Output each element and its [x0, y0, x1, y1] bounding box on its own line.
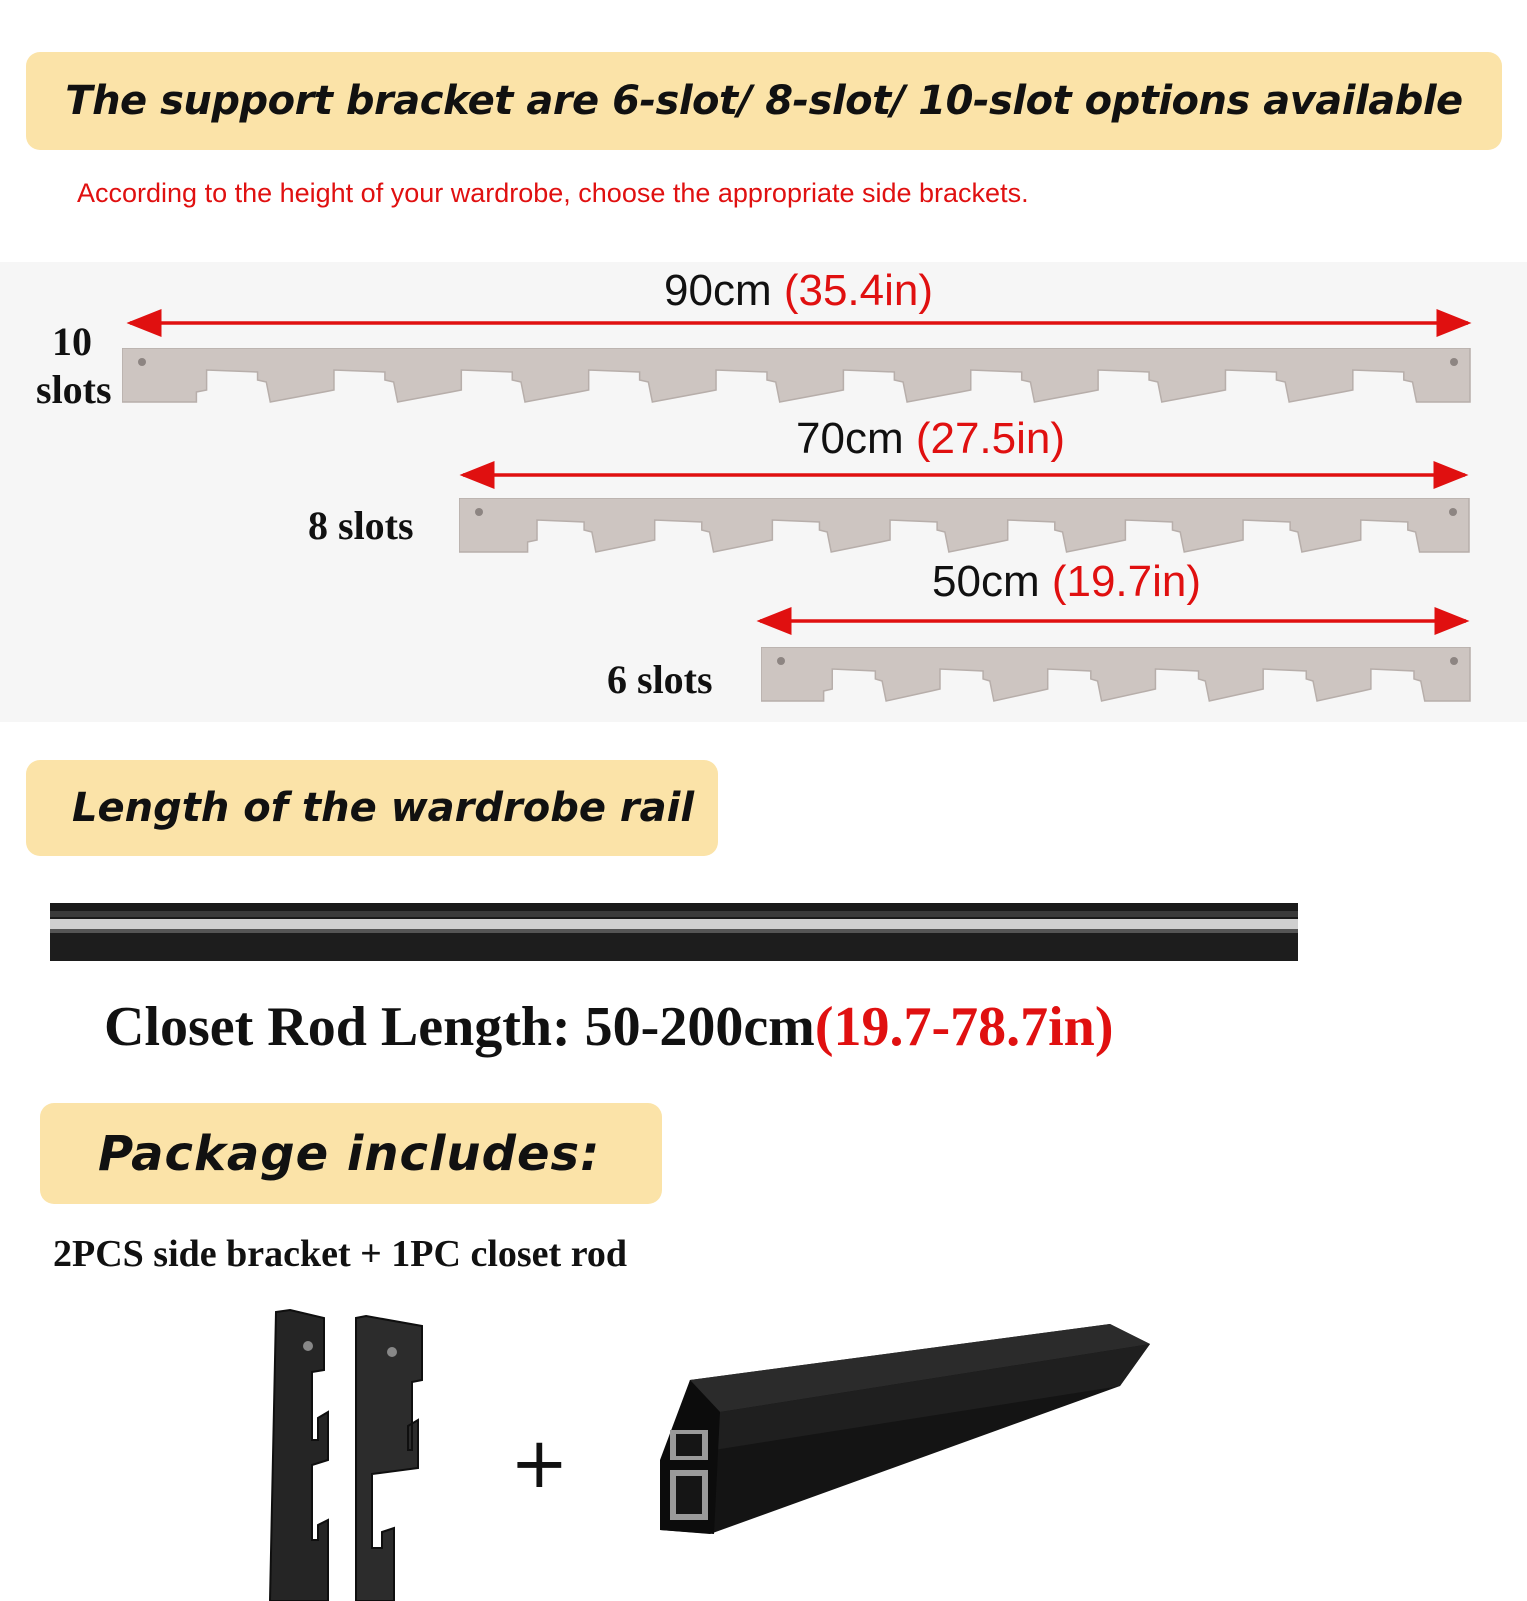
package-contents: 2PCS side bracket + 1PC closet rod: [53, 1233, 628, 1275]
closet-rod-product-image: [660, 1324, 1150, 1534]
slot-count-10: 10: [52, 319, 92, 364]
slot-word-10: slots: [36, 367, 112, 412]
length-in-6: (19.7in): [1051, 557, 1202, 606]
rod-length-cm: Closet Rod Length: 50-200cm: [104, 996, 815, 1058]
side-bracket-back: [268, 1308, 329, 1601]
screw-hole-icon: [1450, 358, 1458, 366]
bracket-8-slot: [459, 498, 1470, 553]
side-bracket-front: [355, 1314, 423, 1601]
header-title: The support bracket are 6-slot/ 8-slot/ …: [65, 78, 1463, 124]
dimension-label-8-slot: 70cm (27.5in): [796, 414, 1065, 464]
arrows-layer: [126, 309, 1472, 635]
side-bracket-pair-image: [268, 1308, 423, 1601]
length-cm-10: 90cm: [664, 266, 772, 315]
bracket-6-slot: [761, 647, 1471, 702]
package-banner: Package includes:: [40, 1103, 662, 1204]
slot-label-6: 6 slots: [607, 657, 713, 702]
bracket-comparison-area: [0, 262, 1527, 722]
dimension-label-10-slot: 90cm (35.4in): [664, 266, 933, 316]
rod-length-caption: Closet Rod Length: 50-200cm(19.7-78.7in): [104, 995, 1113, 1059]
length-cm-8: 70cm: [796, 414, 904, 463]
bracket-10-slot: [122, 348, 1471, 403]
length-cm-6: 50cm: [932, 557, 1040, 606]
screw-hole-icon: [475, 508, 483, 516]
slot-label-10: 10 slots: [36, 316, 112, 416]
length-in-10: (35.4in): [783, 266, 934, 315]
length-in-8: (27.5in): [915, 414, 1066, 463]
rail-section-banner: Length of the wardrobe rail: [26, 760, 718, 856]
screw-hole-icon: [138, 358, 146, 366]
rail-section-title: Length of the wardrobe rail: [72, 785, 695, 831]
slot-label-8: 8 slots: [308, 503, 414, 548]
bracket-body: [761, 647, 1471, 702]
screw-hole-icon: [777, 657, 785, 665]
header-note: According to the height of your wardrobe…: [77, 178, 1029, 208]
bracket-body: [122, 348, 1471, 403]
closet-rod-image: [50, 903, 1298, 961]
screw-hole-icon: [1450, 657, 1458, 665]
dimension-label-6-slot: 50cm (19.7in): [932, 557, 1201, 607]
header-banner: The support bracket are 6-slot/ 8-slot/ …: [26, 52, 1502, 150]
bracket-body: [459, 498, 1470, 553]
package-title: Package includes:: [98, 1125, 601, 1182]
rod-length-in: (19.7-78.7in): [814, 996, 1114, 1058]
plus-sign: +: [510, 1422, 569, 1504]
screw-hole-icon: [1449, 508, 1457, 516]
